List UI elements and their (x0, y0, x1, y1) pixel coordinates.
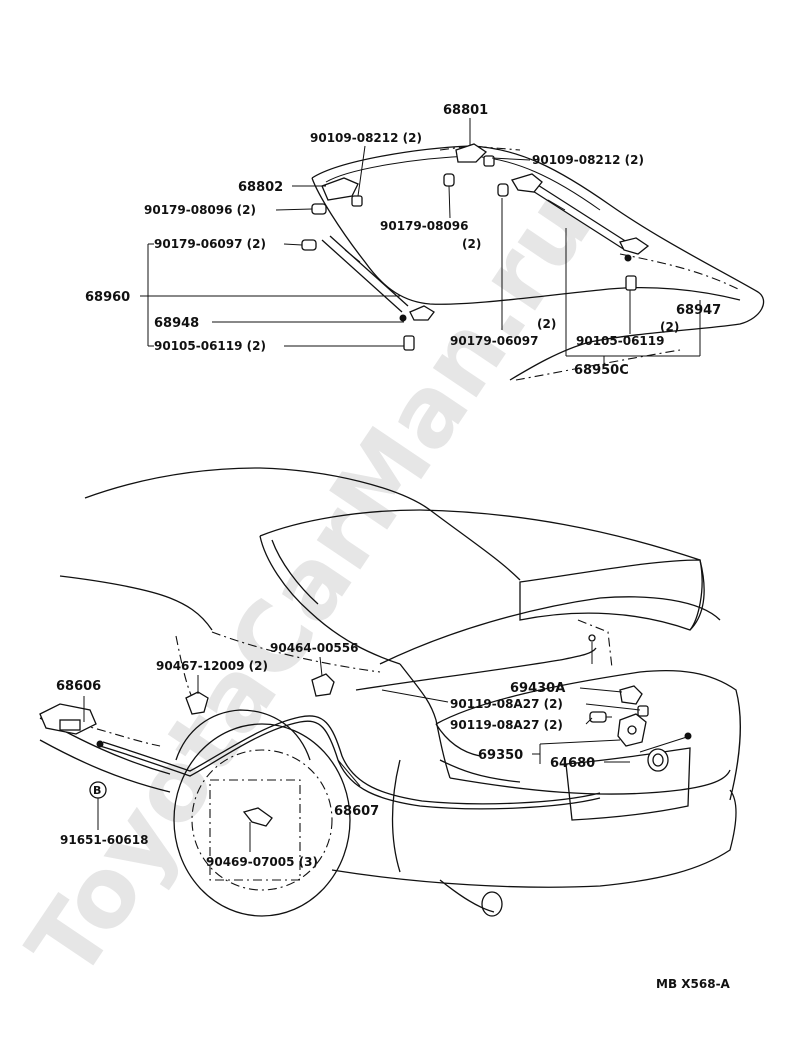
callout-90179-08096-mid-qty: (2) (462, 237, 481, 251)
callout-68948: 68948 (154, 316, 199, 331)
callout-90119-a: 90119-08A27 (2) (450, 697, 563, 711)
callout-91651: 91651-60618 (60, 833, 148, 847)
callout-68947-qty: (2) (660, 320, 679, 334)
marker-b: B (93, 784, 101, 797)
callout-90179-06097-right-qty: (2) (537, 317, 556, 331)
callout-69350: 69350 (478, 748, 523, 763)
top-leader-lines (140, 118, 701, 366)
bottom-leader-lines (83, 656, 641, 852)
callout-90179-08096-left: 90179-08096 (2) (144, 203, 256, 217)
callout-68606: 68606 (56, 679, 101, 694)
callout-68801: 68801 (443, 103, 488, 118)
callout-90464: 90464-00556 (270, 641, 358, 655)
car-rear-drawing (39, 467, 741, 917)
callout-90179-06097-right: 90179-06097 (450, 334, 538, 348)
release-cable (99, 619, 613, 810)
callout-90179-06097-left: 90179-06097 (2) (154, 237, 266, 251)
callout-90179-08096-mid: 90179-08096 (380, 219, 468, 233)
hatch-lid-drawing (301, 143, 765, 381)
callout-90109-left: 90109-08212 (2) (310, 131, 422, 145)
callout-68947: 68947 (676, 303, 721, 318)
diagram-code: MB X568-A (656, 977, 731, 991)
callout-90105-left: 90105-06119 (2) (154, 339, 266, 353)
bottom-callouts: 68606 90467-12009 (2) 90464-00556 69430A… (56, 641, 595, 869)
top-callouts: 68801 90109-08212 (2) 90109-08212 (2) 68… (85, 103, 721, 378)
bottom-parts: B (39, 673, 692, 827)
callout-90119-b: 90119-08A27 (2) (450, 718, 563, 732)
callout-90467: 90467-12009 (2) (156, 659, 268, 673)
callout-90469: 90469-07005 (3) (206, 855, 318, 869)
callout-68950C: 68950C (574, 363, 629, 378)
callout-68960: 68960 (85, 290, 130, 305)
callout-90105-right: 90105-06119 (576, 334, 664, 348)
callout-68607: 68607 (334, 804, 379, 819)
callout-90109-right: 90109-08212 (2) (532, 153, 644, 167)
callout-68802: 68802 (238, 180, 283, 195)
callout-64680: 64680 (550, 756, 595, 771)
callout-69430A: 69430A (510, 681, 565, 696)
